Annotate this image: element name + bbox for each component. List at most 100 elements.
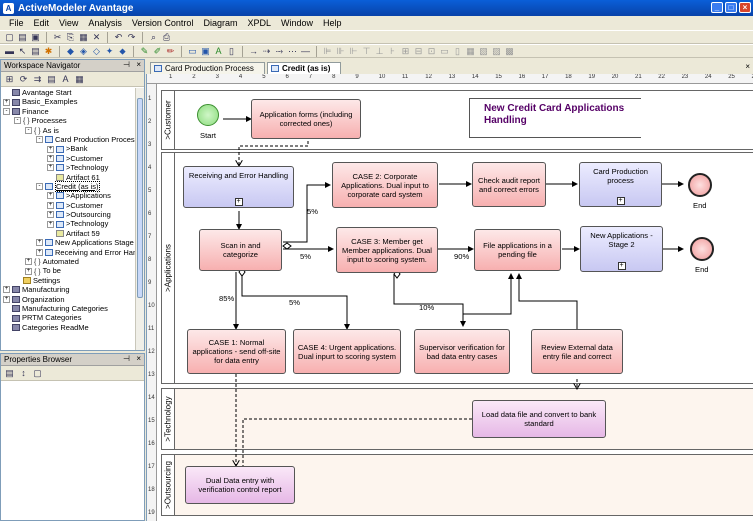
tree-item[interactable]: +>Customer: [1, 201, 144, 210]
ungroup-icon[interactable]: ▧: [479, 45, 488, 56]
cut-icon[interactable]: ✂: [53, 31, 62, 42]
end-event-2[interactable]: [690, 237, 714, 261]
tree-item[interactable]: -{ }As is: [1, 126, 144, 135]
print-preview-icon[interactable]: ⌕: [150, 31, 157, 42]
menu-diagram[interactable]: Diagram: [203, 18, 238, 28]
task-scan-categorize[interactable]: Scan in and categorize: [199, 229, 282, 271]
pen-icon[interactable]: ✎: [140, 45, 149, 56]
task-dual-data-entry[interactable]: Dual Data entry with verification contro…: [185, 466, 295, 504]
expand-node-icon[interactable]: +: [47, 164, 54, 172]
task-case1[interactable]: CASE 1: Normal applications - send off-s…: [187, 329, 286, 374]
expand-node-icon[interactable]: +: [47, 154, 54, 162]
subprocess-receiving-error-handling[interactable]: Receiving and Error Handling +: [183, 166, 294, 208]
diagram-title[interactable]: New Credit Card Applications Handling: [469, 98, 641, 138]
list-icon[interactable]: ▤: [47, 73, 56, 84]
subprocess-new-applications[interactable]: New Applications - Stage 2 +: [580, 226, 663, 272]
expand-node-icon[interactable]: +: [3, 98, 10, 106]
tree-item[interactable]: +Basic_Examples: [1, 97, 144, 106]
open-icon[interactable]: ▤: [18, 31, 27, 42]
lane-technology[interactable]: >Technology: [161, 388, 753, 450]
tree-scroll-thumb[interactable]: [137, 98, 143, 298]
line-icon[interactable]: —: [301, 46, 310, 56]
expand-node-icon[interactable]: +: [25, 258, 32, 266]
tree-item[interactable]: +>Outsourcing: [1, 210, 144, 219]
tree-scrollbar[interactable]: [135, 88, 144, 350]
expand-node-icon[interactable]: +: [47, 211, 54, 219]
task-review-external[interactable]: Review External data entry file and corr…: [531, 329, 623, 374]
expand-node-icon[interactable]: +: [25, 267, 32, 275]
event-icon[interactable]: ⬥: [119, 45, 126, 56]
same-height-icon[interactable]: ▯: [455, 45, 460, 56]
expand-icon[interactable]: +: [617, 262, 626, 270]
tree-item[interactable]: +Manufacturing: [1, 285, 144, 294]
pin-icon[interactable]: ⊣: [123, 60, 130, 69]
menu-edit[interactable]: Edit: [33, 18, 50, 28]
tree-item[interactable]: -{ }Processes: [1, 116, 144, 125]
tab-credit-as-is[interactable]: Credit (as is): [266, 62, 342, 74]
subprocess-card-production[interactable]: Card Production process +: [579, 162, 662, 207]
task-icon[interactable]: ▭: [188, 45, 197, 56]
refresh-icon[interactable]: ⟳: [19, 73, 28, 84]
tools-icon[interactable]: ✱: [44, 45, 53, 56]
tree-item[interactable]: +>Technology: [1, 219, 144, 228]
save-icon[interactable]: ▣: [31, 31, 40, 42]
gateway-and-icon[interactable]: ✦: [105, 45, 114, 56]
menu-file[interactable]: File: [9, 18, 24, 28]
group-icon[interactable]: ▦: [466, 45, 475, 56]
tree-item[interactable]: Avantage Start: [1, 88, 144, 97]
same-width-icon[interactable]: ▭: [440, 45, 449, 56]
front-icon[interactable]: ▨: [492, 45, 501, 56]
back-icon[interactable]: ▩: [505, 45, 514, 56]
task-file-applications[interactable]: File applications in a pending file: [474, 229, 561, 271]
tree-item[interactable]: Settings: [1, 276, 144, 285]
message-flow-icon[interactable]: ⤑: [275, 45, 284, 56]
align-bottom-icon[interactable]: ⊦: [390, 45, 395, 56]
delete-icon[interactable]: ✕: [92, 31, 101, 42]
tab-close-icon[interactable]: ×: [745, 62, 750, 71]
task-case2[interactable]: CASE 2: Corporate Applications. Dual inp…: [332, 162, 438, 208]
redo-icon[interactable]: ↷: [127, 31, 136, 42]
tree-item[interactable]: -Finance: [1, 107, 144, 116]
sort-az-icon[interactable]: ↕: [21, 368, 26, 378]
tree-item[interactable]: +>Applications: [1, 191, 144, 200]
categorized-icon[interactable]: ▤: [5, 367, 14, 378]
undo-icon[interactable]: ↶: [114, 31, 123, 42]
menu-help[interactable]: Help: [323, 18, 342, 28]
pencil-icon[interactable]: ✐: [153, 45, 162, 56]
expand-node-icon[interactable]: +: [3, 286, 10, 294]
expand-node-icon[interactable]: +: [47, 220, 54, 228]
dotted-flow-icon[interactable]: ⇢: [262, 45, 271, 56]
task-supervisor-verification[interactable]: Supervisor verification for bad data ent…: [414, 329, 510, 374]
properties-close-icon[interactable]: ×: [136, 354, 141, 363]
expand-node-icon[interactable]: +: [3, 295, 10, 303]
sequence-flow-icon[interactable]: →: [249, 46, 258, 56]
expand-icon[interactable]: +: [234, 198, 243, 206]
paste-icon[interactable]: ▦: [79, 31, 88, 42]
new-icon[interactable]: ▢: [5, 31, 14, 42]
align-center-icon[interactable]: ⊪: [336, 45, 345, 56]
task-case4[interactable]: CASE 4: Urgent applications. Dual inpurt…: [293, 329, 401, 374]
menu-xpdl[interactable]: XPDL: [247, 18, 271, 28]
diagram-icon[interactable]: ▬: [5, 46, 14, 56]
tree-item[interactable]: -Card Production Process: [1, 135, 144, 144]
expand-icon[interactable]: +: [616, 197, 625, 205]
tree-item[interactable]: -Credit (as is): [1, 180, 144, 193]
tree-item[interactable]: +Receiving and Error Hand: [1, 248, 144, 257]
menu-version-control[interactable]: Version Control: [131, 18, 194, 28]
lane-customer[interactable]: >Customer: [161, 90, 753, 150]
association-icon[interactable]: ⋯: [288, 45, 297, 56]
properties-pin-icon[interactable]: ⊣: [123, 354, 130, 363]
gateway-xor-icon[interactable]: ◈: [80, 45, 87, 56]
pointer-icon[interactable]: ↖: [18, 45, 27, 56]
tree-item[interactable]: +>Customer: [1, 154, 144, 163]
task-case3[interactable]: CASE 3: Member get Member applications. …: [336, 227, 438, 273]
expand-node-icon[interactable]: +: [47, 192, 54, 200]
collapse-node-icon[interactable]: -: [36, 183, 43, 191]
task-load-data-file[interactable]: Load data file and convert to bank stand…: [472, 400, 606, 438]
collapse-node-icon[interactable]: -: [25, 126, 32, 134]
text-icon[interactable]: A: [215, 46, 222, 56]
align-left-icon[interactable]: ⊫: [323, 45, 332, 56]
close-button[interactable]: ×: [739, 2, 751, 13]
copy-icon[interactable]: ⎘: [66, 31, 75, 42]
